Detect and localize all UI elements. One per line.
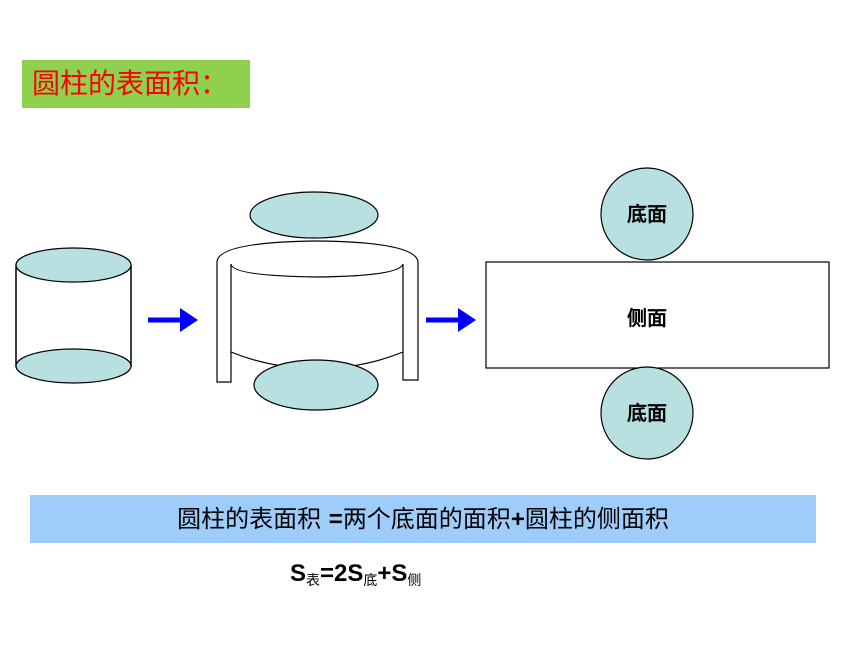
cylinder-net: 底面 侧面 底面 xyxy=(485,167,830,460)
cylinder-bottom-base xyxy=(15,348,132,384)
formula-part1: 两个底面的面积 xyxy=(342,505,511,533)
formula-part2: 圆柱的侧面积 xyxy=(524,505,669,533)
sf-mid2: +S xyxy=(377,560,408,587)
sf-mid1: =2S xyxy=(320,560,364,587)
bottom-base-label: 底面 xyxy=(627,401,667,425)
net-bottom-base xyxy=(600,366,694,460)
lateral-label: 侧面 xyxy=(627,306,667,330)
formula-banner: 圆柱的表面积 =两个底面的面积+圆柱的侧面积 xyxy=(30,495,816,543)
formula-equals: = xyxy=(328,506,343,533)
sf-sub1: 表 xyxy=(306,573,321,589)
net-top-base xyxy=(600,167,694,261)
net-lateral-rect xyxy=(485,261,830,369)
formula-plus: + xyxy=(510,506,525,533)
sf-s1: S xyxy=(290,560,307,587)
sf-sub2: 底 xyxy=(363,573,378,589)
page-title: 圆柱的表面积： xyxy=(22,60,250,108)
cylinder-top-base xyxy=(15,247,132,283)
cylinder-opening xyxy=(216,191,419,411)
short-formula: S表=2S底+S侧 xyxy=(290,560,421,590)
opening-top-base xyxy=(249,191,379,239)
opening-bottom-base xyxy=(253,359,379,411)
cylinder-closed xyxy=(15,247,132,384)
arrow-2 xyxy=(426,308,476,332)
sf-sub3: 侧 xyxy=(407,573,422,589)
arrow-1 xyxy=(148,308,198,332)
top-base-label: 底面 xyxy=(627,202,667,226)
formula-left: 圆柱的表面积 xyxy=(177,505,322,533)
